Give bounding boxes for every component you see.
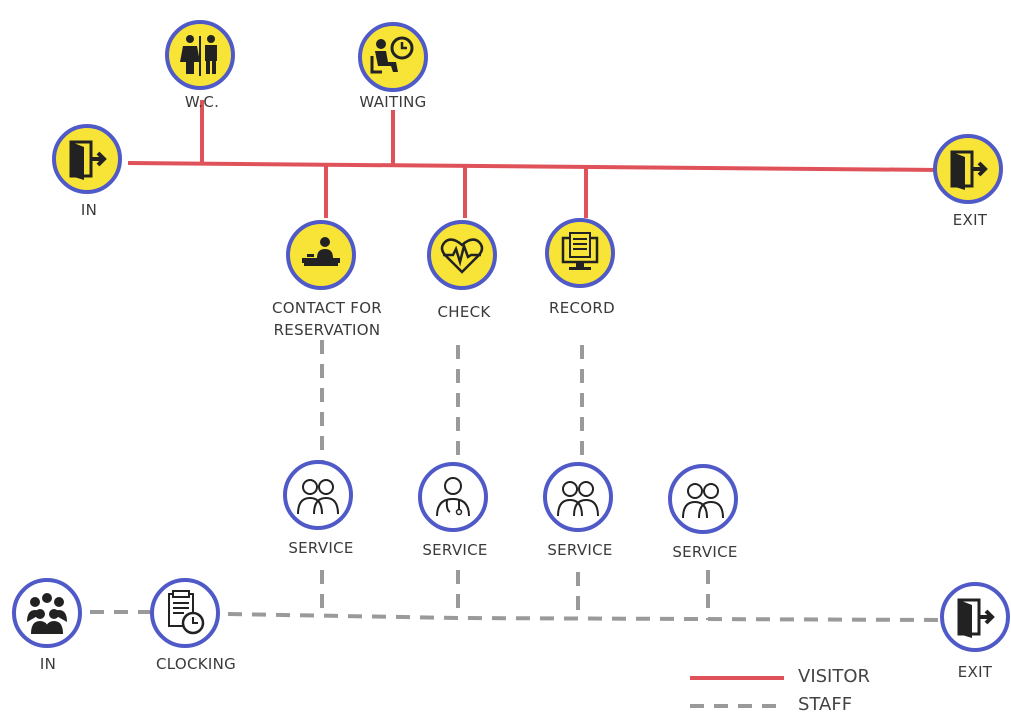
door-enter-icon	[69, 140, 107, 180]
clock-document-icon	[168, 590, 205, 635]
visitor-path	[127, 100, 941, 218]
staff-service4-node	[668, 464, 738, 534]
visitor-wc-label: W.C.	[184, 93, 220, 111]
staff-service3-node	[543, 462, 613, 532]
visitor-waiting-node	[358, 22, 428, 92]
staff-clocking-node	[150, 578, 220, 648]
staff-clocking-label: CLOCKING	[155, 655, 237, 673]
doctor-icon	[436, 477, 470, 517]
visitor-check-node	[427, 220, 497, 290]
visitor-exit-node	[933, 134, 1003, 204]
staff-service1-label: SERVICE	[288, 539, 354, 557]
heartbeat-icon	[440, 238, 484, 274]
visitor-check-label: CHECK	[437, 303, 491, 321]
staff-service2-label: SERVICE	[422, 541, 488, 559]
legend-staff-text: STAFF	[798, 694, 853, 715]
staff-main-line	[227, 612, 941, 622]
staff-service3-label: SERVICE	[547, 541, 613, 559]
staff-path	[90, 340, 941, 622]
staff-in-node	[12, 578, 82, 648]
visitor-waiting-label: WAITING	[359, 93, 427, 111]
staff-service2-node	[418, 462, 488, 532]
visitor-contact-label-2: RESERVATION	[273, 321, 381, 339]
visitor-in-label: IN	[80, 201, 98, 219]
visitor-main-line	[127, 161, 941, 172]
legend-visitor-text: VISITOR	[798, 666, 871, 687]
two-staff-icon	[682, 483, 724, 519]
visitor-exit-label: EXIT	[952, 211, 988, 229]
staff-service4-label: SERVICE	[672, 543, 738, 561]
staff-in-label: IN	[39, 655, 57, 673]
computer-record-icon	[561, 232, 599, 270]
visitor-contact-label-1: CONTACT FOR	[271, 299, 383, 317]
visitor-wc-node	[165, 20, 235, 90]
staff-service1-node	[283, 460, 353, 530]
reception-desk-icon	[302, 237, 340, 266]
visitor-record-node	[545, 218, 615, 288]
staff-group-icon	[27, 593, 67, 634]
waiting-seat-clock-icon	[370, 36, 414, 74]
restroom-icon	[180, 35, 217, 76]
door-exit-icon	[950, 150, 988, 190]
staff-exit-label: EXIT	[957, 663, 993, 681]
door-exit-icon	[957, 598, 995, 638]
visitor-contact-node	[286, 220, 356, 290]
visitor-in-node	[52, 124, 122, 194]
two-staff-icon	[297, 479, 339, 515]
visitor-record-label: RECORD	[549, 299, 615, 317]
staff-exit-node	[940, 582, 1010, 652]
two-staff-icon	[557, 481, 599, 517]
